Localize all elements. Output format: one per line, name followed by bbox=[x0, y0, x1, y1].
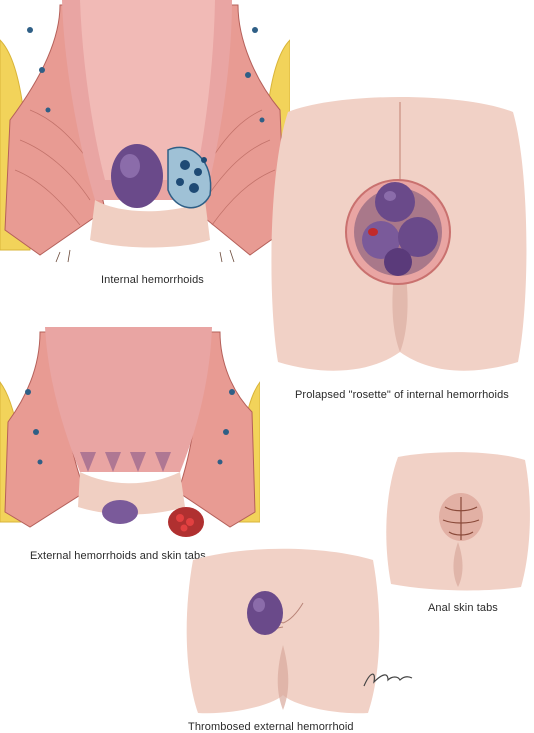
external-hemorrhoids-drawing bbox=[0, 327, 260, 537]
anal-skin-tabs-illustration bbox=[383, 452, 533, 592]
thrombosed-hemorrhoid-drawing bbox=[186, 548, 380, 714]
caption-anal-skin-tabs: Anal skin tabs bbox=[428, 602, 498, 614]
caption-internal-hemorrhoids: Internal hemorrhoids bbox=[101, 274, 204, 286]
external-hemorrhoids-illustration bbox=[0, 322, 260, 537]
anal-skin-tabs-drawing bbox=[386, 452, 530, 591]
caption-prolapsed-rosette: Prolapsed "rosette" of internal hemorrho… bbox=[295, 389, 509, 401]
prolapsed-rosette-drawing bbox=[271, 97, 527, 371]
caption-external-hemorrhoids: External hemorrhoids and skin tabs bbox=[30, 550, 206, 562]
prolapsed-rosette-illustration bbox=[268, 92, 532, 377]
internal-hemorrhoids-drawing bbox=[0, 0, 290, 263]
internal-hemorrhoids-illustration bbox=[0, 0, 290, 265]
thrombosed-hemorrhoid-illustration bbox=[183, 545, 383, 715]
artist-signature bbox=[362, 668, 414, 690]
caption-thrombosed-hemorrhoid: Thrombosed external hemorrhoid bbox=[188, 721, 354, 733]
signature-drawing bbox=[363, 673, 413, 687]
